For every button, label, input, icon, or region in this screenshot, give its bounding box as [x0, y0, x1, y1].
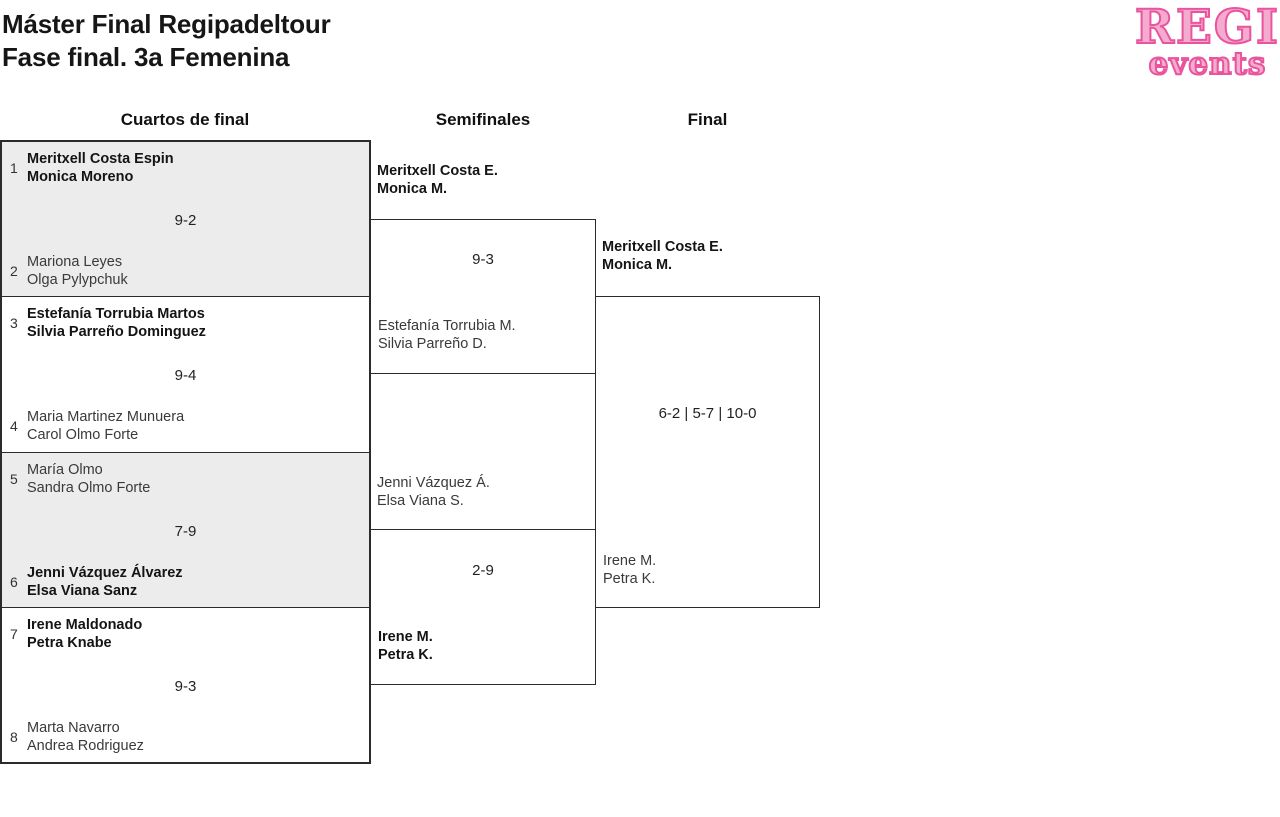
- qf-match-2: 3 Estefanía Torrubia Martos Silvia Parre…: [2, 297, 369, 453]
- team-seed: 6: [10, 573, 18, 590]
- team-names: Marta Navarro Andrea Rodriguez: [27, 719, 144, 755]
- team-entry: 1 Meritxell Costa Espin Monica Moreno: [2, 150, 174, 186]
- round-header-quarterfinals: Cuartos de final: [120, 110, 250, 129]
- player-name: Monica M.: [602, 257, 673, 273]
- player-name: Meritxell Costa Espin: [27, 151, 174, 167]
- team-entry: 3 Estefanía Torrubia Martos Silvia Parre…: [2, 305, 206, 341]
- team-seed: 8: [10, 728, 18, 745]
- player-name: Estefanía Torrubia M.: [378, 318, 516, 334]
- team-names: Maria Martinez Munuera Carol Olmo Forte: [27, 408, 184, 444]
- sf2-team-top: Jenni Vázquez Á. Elsa Viana S.: [377, 474, 490, 510]
- player-name: Olga Pylypchuk: [27, 272, 128, 288]
- tournament-title: Máster Final Regipadeltour: [2, 9, 331, 39]
- player-name: Jenni Vázquez Álvarez: [27, 564, 183, 581]
- team-seed: 3: [10, 315, 18, 332]
- player-name: Irene Maldonado: [27, 616, 143, 633]
- logo-text-events: events: [1148, 46, 1267, 82]
- team-entry: 7 Irene Maldonado Petra Knabe: [2, 616, 142, 652]
- team-names: María Olmo Sandra Olmo Forte: [27, 461, 150, 497]
- round-header-semifinals: Semifinales: [435, 110, 531, 129]
- round-header-final: Final: [687, 110, 728, 129]
- player-name: Estefanía Torrubia Martos: [27, 306, 205, 323]
- team-seed: 1: [10, 160, 18, 176]
- player-name: María Olmo: [27, 461, 103, 478]
- tournament-subtitle: Fase final. 3a Femenina: [2, 42, 290, 72]
- sf-match-2: 2-9 Irene M. Petra K.: [370, 529, 596, 685]
- player-name: Monica Moreno: [27, 169, 134, 185]
- match-score: 6-2 | 5-7 | 10-0: [658, 405, 757, 422]
- team-names: Mariona Leyes Olga Pylypchuk: [27, 253, 128, 289]
- sf1-team-bottom: Estefanía Torrubia M. Silvia Parreño D.: [378, 317, 516, 353]
- match-score: 9-4: [174, 367, 197, 385]
- player-name: Irene M.: [603, 553, 657, 569]
- player-name: Petra Knabe: [27, 634, 112, 651]
- player-name: Marta Navarro: [27, 719, 120, 736]
- match-score: 2-9: [472, 562, 494, 579]
- sf-match-1: 9-3 Estefanía Torrubia M. Silvia Parreño…: [370, 219, 596, 374]
- match-score: 7-9: [174, 522, 197, 540]
- player-name: Silvia Parreño D.: [378, 336, 487, 352]
- player-name: Monica M.: [377, 181, 448, 197]
- player-name: Irene M.: [378, 629, 433, 645]
- player-name: Meritxell Costa E.: [377, 163, 498, 179]
- team-seed: 2: [10, 263, 18, 279]
- team-seed: 7: [10, 625, 18, 642]
- team-seed: 5: [10, 470, 18, 487]
- player-name: Petra K.: [603, 571, 656, 587]
- player-name: Meritxell Costa E.: [602, 239, 723, 255]
- final-match: 6-2 | 5-7 | 10-0 Irene M. Petra K.: [595, 296, 820, 608]
- player-name: Andrea Rodriguez: [27, 737, 144, 754]
- sf2-team-bottom: Irene M. Petra K.: [378, 628, 433, 664]
- final-team-top: Meritxell Costa E. Monica M.: [602, 238, 723, 274]
- team-seed: 4: [10, 418, 18, 435]
- quarterfinals-column: 1 Meritxell Costa Espin Monica Moreno 9-…: [0, 140, 371, 764]
- team-entry: 4 Maria Martinez Munuera Carol Olmo Fort…: [2, 408, 184, 444]
- player-name: Jenni Vázquez Á.: [377, 475, 490, 491]
- player-name: Elsa Viana Sanz: [27, 582, 138, 599]
- match-score: 9-2: [174, 212, 197, 229]
- team-entry: 2 Mariona Leyes Olga Pylypchuk: [2, 253, 128, 289]
- team-entry: 8 Marta Navarro Andrea Rodriguez: [2, 719, 144, 755]
- sf1-team-top: Meritxell Costa E. Monica M.: [377, 162, 498, 198]
- page-title: Máster Final Regipadeltour Fase final. 3…: [2, 8, 331, 74]
- regi-events-logo: REGI events: [1134, 0, 1280, 82]
- player-name: Mariona Leyes: [27, 254, 123, 270]
- logo-text-regi: REGI: [1134, 0, 1280, 55]
- player-name: Maria Martinez Munuera: [27, 409, 185, 426]
- team-names: Meritxell Costa Espin Monica Moreno: [27, 150, 174, 186]
- match-score: 9-3: [472, 251, 494, 268]
- qf-match-1: 1 Meritxell Costa Espin Monica Moreno 9-…: [2, 142, 369, 298]
- final-team-bottom: Irene M. Petra K.: [603, 552, 656, 588]
- player-name: Sandra Olmo Forte: [27, 479, 151, 496]
- qf-match-3: 5 María Olmo Sandra Olmo Forte 7-9 6 Jen…: [2, 452, 369, 608]
- player-name: Elsa Viana S.: [377, 493, 464, 509]
- qf-match-4: 7 Irene Maldonado Petra Knabe 9-3 8 Mart…: [2, 607, 369, 762]
- player-name: Carol Olmo Forte: [27, 427, 139, 444]
- team-entry: 6 Jenni Vázquez Álvarez Elsa Viana Sanz: [2, 564, 183, 600]
- team-entry: 5 María Olmo Sandra Olmo Forte: [2, 461, 150, 497]
- player-name: Petra K.: [378, 647, 433, 663]
- match-score: 9-3: [174, 677, 197, 695]
- team-names: Jenni Vázquez Álvarez Elsa Viana Sanz: [27, 564, 183, 600]
- team-names: Irene Maldonado Petra Knabe: [27, 616, 142, 652]
- team-names: Estefanía Torrubia Martos Silvia Parreño…: [27, 305, 206, 341]
- player-name: Silvia Parreño Dominguez: [27, 324, 206, 341]
